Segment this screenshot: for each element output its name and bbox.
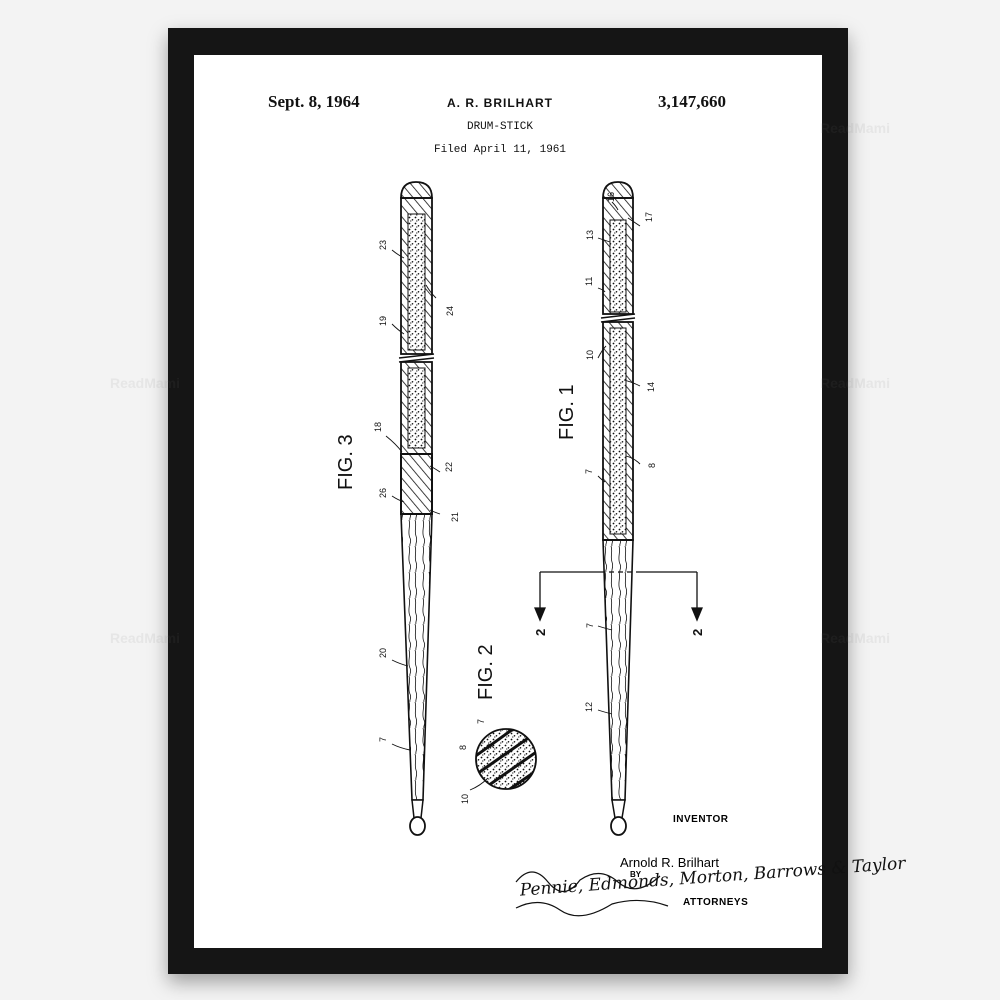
attorneys-label: ATTORNEYS [683, 897, 749, 908]
inventor-label: INVENTOR [673, 814, 729, 825]
fig2-cross-section [475, 728, 537, 790]
ref-number: 10 [585, 350, 595, 360]
patent-inventor-header: A. R. BRILHART [447, 96, 553, 110]
fig1-reference-numbers: 16 17 13 11 10 14 7 8 7 12 [584, 192, 657, 712]
fig1-drumstick [600, 181, 636, 836]
patent-paper [194, 55, 822, 948]
fig3-drumstick [398, 181, 435, 836]
ref-number: 18 [373, 422, 383, 432]
fig3-label: FIG. 3 [335, 434, 357, 490]
ref-number: 12 [584, 702, 594, 712]
ref-number: 7 [378, 737, 388, 742]
watermark: ReadMami [820, 120, 891, 136]
ref-number: 10 [460, 794, 470, 804]
watermark: ReadMami [820, 375, 891, 391]
watermark: ReadMami [110, 375, 181, 391]
watermark: ReadMami [820, 630, 891, 646]
section-label: 2 [533, 629, 548, 636]
patent-title: DRUM-STICK [466, 121, 533, 133]
fig2-label: FIG. 2 [475, 644, 497, 700]
leader-lines [385, 201, 641, 791]
patent-number: 3,147,660 [658, 92, 726, 111]
patent-date: Sept. 8, 1964 [268, 92, 360, 111]
section-label: 2 [690, 629, 705, 636]
ref-number: 16 [606, 192, 616, 202]
patent-filed-date: Filed April 11, 1961 [433, 144, 567, 156]
ref-number: 20 [378, 648, 388, 658]
fig1-label: FIG. 1 [556, 384, 578, 440]
ref-number: 22 [444, 462, 454, 472]
ref-number: 24 [445, 306, 455, 316]
fig3-reference-numbers: 23 24 19 18 26 22 21 20 7 [373, 240, 460, 742]
ref-number: 19 [378, 316, 388, 326]
inventor-name: Arnold R. Brilhart [620, 855, 719, 870]
section-line [534, 571, 703, 622]
ref-number: 11 [584, 277, 594, 286]
ref-number: 21 [450, 512, 460, 522]
ref-number: 13 [585, 230, 595, 240]
fig2-reference-numbers: 8 7 10 [458, 719, 486, 804]
ref-number: 14 [646, 382, 656, 392]
ref-number: 8 [458, 745, 468, 750]
ref-number: 7 [585, 623, 595, 628]
ref-number: 7 [584, 469, 594, 474]
ref-number: 17 [644, 212, 654, 222]
ref-number: 7 [476, 719, 486, 724]
ref-number: 23 [378, 240, 388, 250]
ref-number: 26 [378, 488, 388, 498]
by-label: BY [630, 870, 642, 879]
watermark: ReadMami [110, 630, 181, 646]
ref-number: 8 [647, 463, 657, 468]
